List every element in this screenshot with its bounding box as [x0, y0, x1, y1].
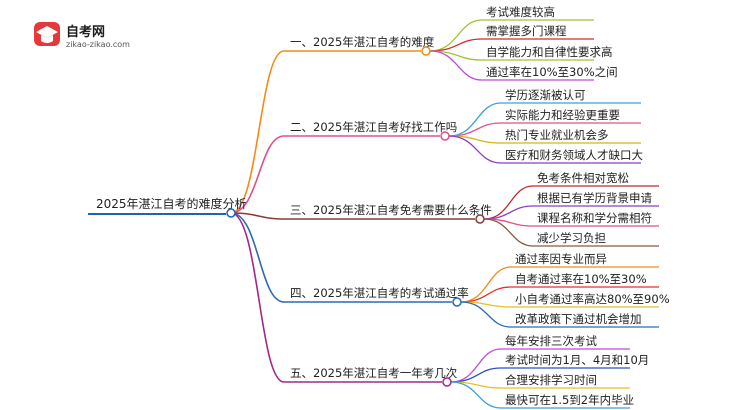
- branch-label: 二、2025年湛江自考好找工作吗: [290, 120, 457, 134]
- edge-branch-1-child-2: [429, 38, 483, 52]
- edge-branch-5-child-4: [450, 381, 502, 409]
- branch-connector: [442, 377, 452, 387]
- branch-connector: [440, 131, 450, 141]
- edge-branch-3-child-4: [483, 218, 534, 247]
- leaf-node-label[interactable]: 免考条件相对宽松: [537, 171, 629, 185]
- edge-branch-1-child-4: [429, 50, 483, 81]
- edge-branch-5-child-2: [450, 367, 502, 383]
- edges: [230, 19, 659, 409]
- branch-label: 五、2025年湛江自考一年考几次: [290, 366, 458, 380]
- graduation-cap-icon: [36, 26, 58, 38]
- leaf-node-label[interactable]: 实际能力和经验更重要: [505, 108, 620, 122]
- root-connector: [226, 208, 236, 218]
- leaf-node-label[interactable]: 医疗和财务领域人才缺口大: [505, 148, 643, 162]
- leaf-node-label[interactable]: 课程名称和学分需相符: [537, 211, 652, 225]
- leaf-node-label[interactable]: 自考通过率在10%至30%: [515, 272, 647, 286]
- edge-root-branch-4: [230, 212, 285, 303]
- branch-label: 三、2025年湛江自考免考需要什么条件: [290, 203, 492, 217]
- leaf-node-label[interactable]: 合理安排学习时间: [505, 373, 597, 387]
- edge-branch-2-child-4: [448, 135, 502, 164]
- leaf-node-label[interactable]: 每年安排三次考试: [505, 334, 597, 348]
- site-logo[interactable]: 自考网 zikao-zikao.com: [34, 22, 130, 49]
- leaf-node-label[interactable]: 需掌握多门课程: [486, 24, 567, 38]
- logo-url: zikao-zikao.com: [66, 40, 130, 49]
- leaf-node-label[interactable]: 改革政策下通过机会增加: [515, 312, 642, 326]
- edge-root-branch-1: [230, 50, 285, 214]
- branch-node-4[interactable]: 四、2025年湛江自考的考试通过率: [290, 286, 469, 307]
- branch-connector: [421, 46, 431, 56]
- edge-branch-5-child-1: [450, 348, 502, 383]
- leaf-node-label[interactable]: 通过率因专业而异: [515, 252, 607, 266]
- branch-connector: [475, 214, 485, 224]
- edge-root-branch-3: [230, 212, 285, 220]
- leaf-node-label[interactable]: 自学能力和自律性要求高: [486, 45, 613, 59]
- cap-base-icon: [41, 35, 53, 43]
- leaf-node-label[interactable]: 小自考通过率高达80%至90%: [515, 292, 670, 306]
- leaf-node-label[interactable]: 考试难度较高: [486, 5, 555, 19]
- branch-node-2[interactable]: 二、2025年湛江自考好找工作吗: [290, 120, 457, 141]
- branch-node-3[interactable]: 三、2025年湛江自考免考需要什么条件: [290, 203, 492, 224]
- root-label: 2025年湛江自考的难度分析: [96, 196, 247, 211]
- leaf-node-label[interactable]: 根据已有学历背景申请: [537, 191, 652, 205]
- leaf-node-label[interactable]: 热门专业就业机会多: [505, 128, 609, 142]
- edge-root-branch-5: [230, 212, 285, 383]
- branch-label: 四、2025年湛江自考的考试通过率: [290, 286, 469, 300]
- branch-node-1[interactable]: 一、2025年湛江自考的难度: [290, 35, 435, 56]
- root-node[interactable]: 2025年湛江自考的难度分析: [88, 196, 247, 218]
- edge-root-branch-2: [230, 135, 285, 214]
- branch-label: 一、2025年湛江自考的难度: [290, 35, 435, 49]
- branch-connector: [452, 297, 462, 307]
- leaf-node-label[interactable]: 通过率在10%至30%之间: [486, 65, 618, 79]
- leaf-node-label[interactable]: 考试时间为1月、4月和10月: [505, 353, 649, 367]
- leaf-node-label[interactable]: 学历逐渐被认可: [505, 88, 586, 102]
- branch-node-5[interactable]: 五、2025年湛江自考一年考几次: [290, 366, 458, 387]
- logo-title: 自考网: [66, 24, 105, 40]
- leaf-node-label[interactable]: 减少学习负担: [537, 231, 606, 245]
- nodes: 2025年湛江自考的难度分析 一、2025年湛江自考的难度 考试难度较高需掌握多门…: [88, 5, 670, 407]
- leaf-node-label[interactable]: 最快可在1.5到2年内毕业: [505, 393, 634, 407]
- edge-branch-4-child-4: [460, 301, 512, 328]
